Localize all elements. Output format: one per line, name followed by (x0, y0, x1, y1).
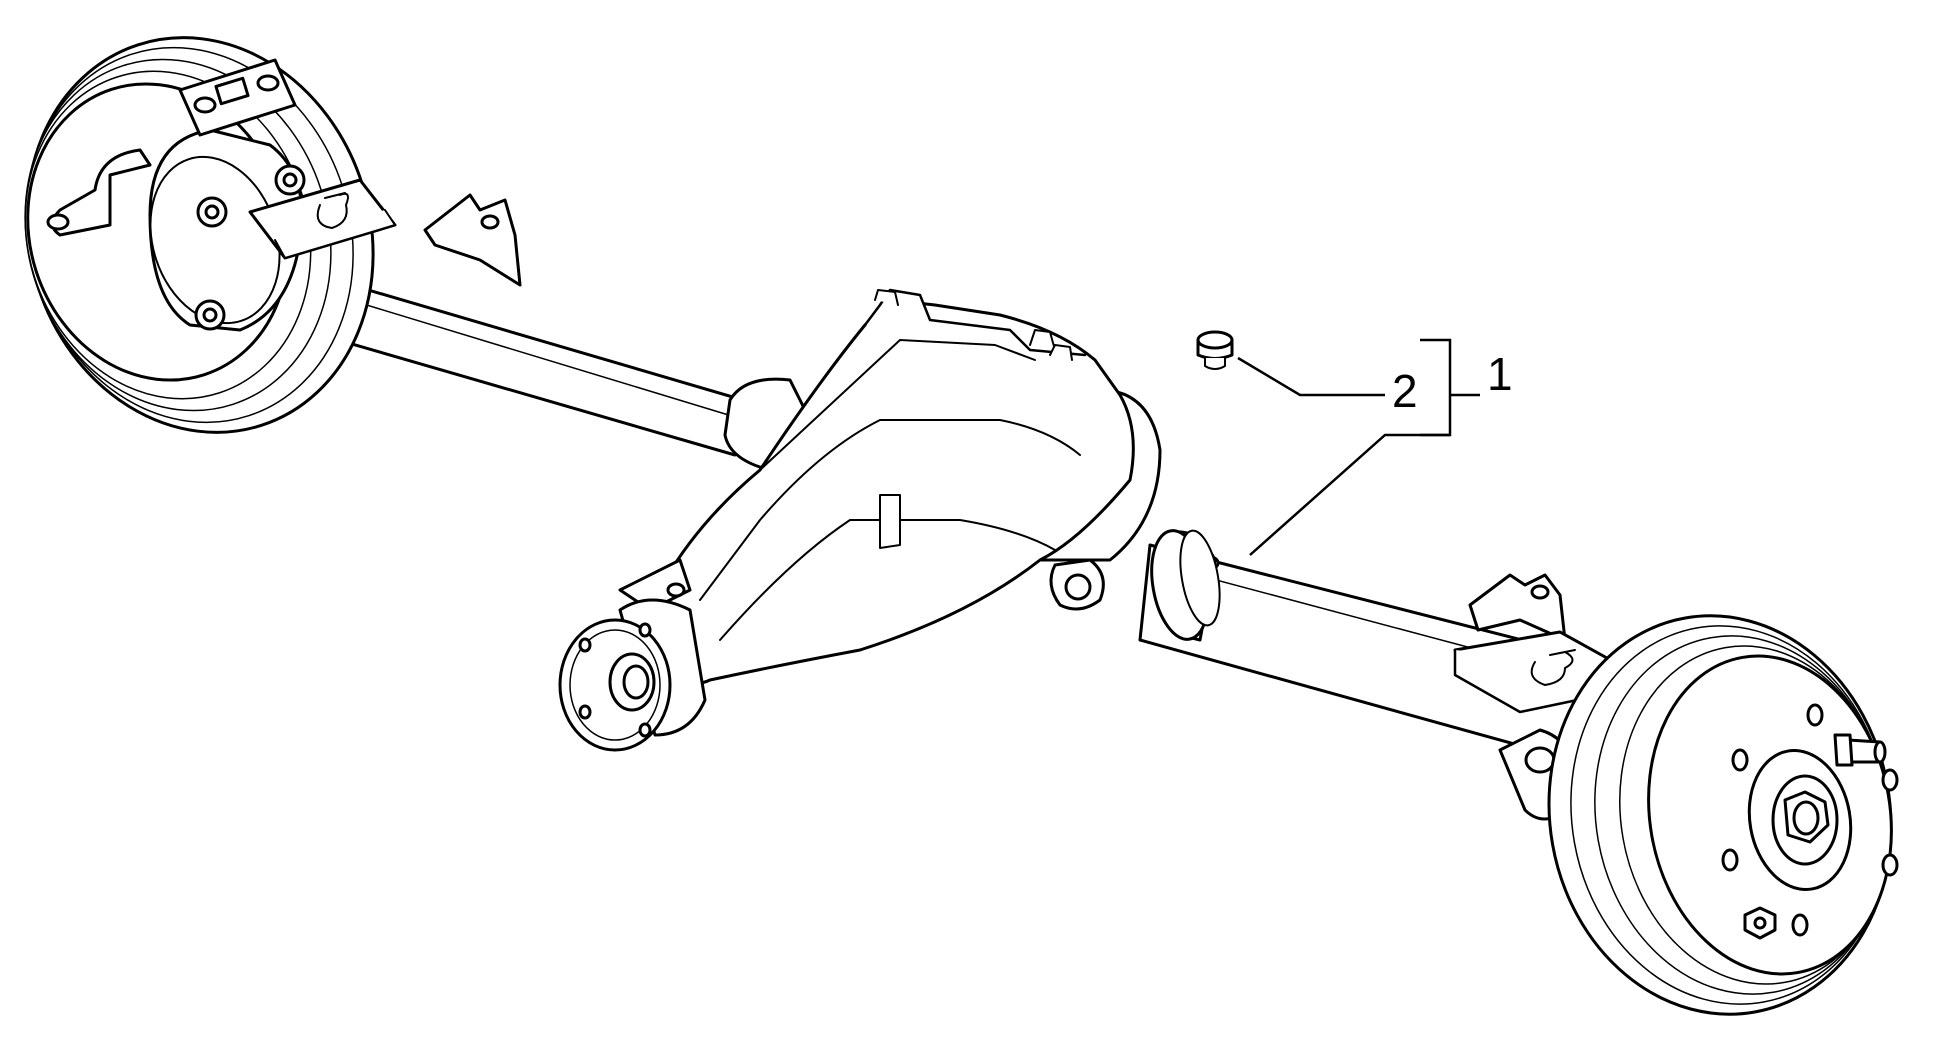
differential-housing (618, 288, 1162, 685)
axle-tube-collar (1150, 529, 1221, 642)
callout-label-part-2: 2 (1392, 365, 1418, 417)
callout-bracket (1420, 338, 1452, 437)
callout-leaders (1237, 338, 1480, 556)
left-spring-seat (248, 178, 522, 287)
leader-line-part-1 (1249, 433, 1450, 556)
leader-line-part-2 (1237, 356, 1385, 397)
pinion-flange (558, 598, 707, 752)
left-brake-drum (24, 36, 375, 434)
drain-plug (1196, 330, 1234, 370)
right-brake-drum (1547, 614, 1899, 1016)
callout-label-part-1: 1 (1487, 348, 1513, 400)
